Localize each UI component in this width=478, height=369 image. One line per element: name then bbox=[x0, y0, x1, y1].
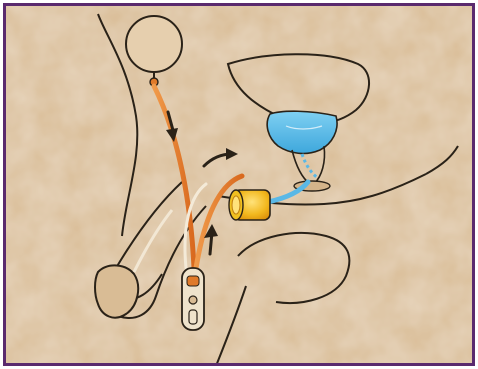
flow-arrow-curved-icon bbox=[202, 148, 238, 168]
pelvis-outline bbox=[226, 53, 370, 126]
cylinder-highlight bbox=[132, 209, 174, 273]
control-pump-icon bbox=[228, 189, 271, 221]
flow-arrow-up-icon bbox=[204, 224, 218, 256]
penile-prosthesis-diagram bbox=[6, 6, 472, 363]
thigh-outline bbox=[216, 285, 247, 363]
scrotum-outline bbox=[237, 232, 351, 304]
buttock-outline bbox=[425, 145, 459, 175]
illustration-frame bbox=[3, 3, 475, 366]
glans-outline bbox=[94, 264, 140, 319]
cylinder-input-tube bbox=[193, 173, 245, 271]
scrotal-pump-icon bbox=[181, 267, 205, 331]
flow-arrow-down-icon bbox=[166, 110, 178, 142]
cylinder-return-tube bbox=[183, 182, 208, 270]
reservoir-tube bbox=[151, 83, 197, 271]
reservoir-balloon-icon bbox=[125, 15, 183, 73]
bladder-icon bbox=[266, 110, 338, 155]
bladder-highlight bbox=[285, 125, 323, 130]
urethra-dashes bbox=[300, 153, 319, 180]
blue-connector-tube bbox=[265, 179, 311, 205]
body-outline-front bbox=[97, 13, 139, 237]
